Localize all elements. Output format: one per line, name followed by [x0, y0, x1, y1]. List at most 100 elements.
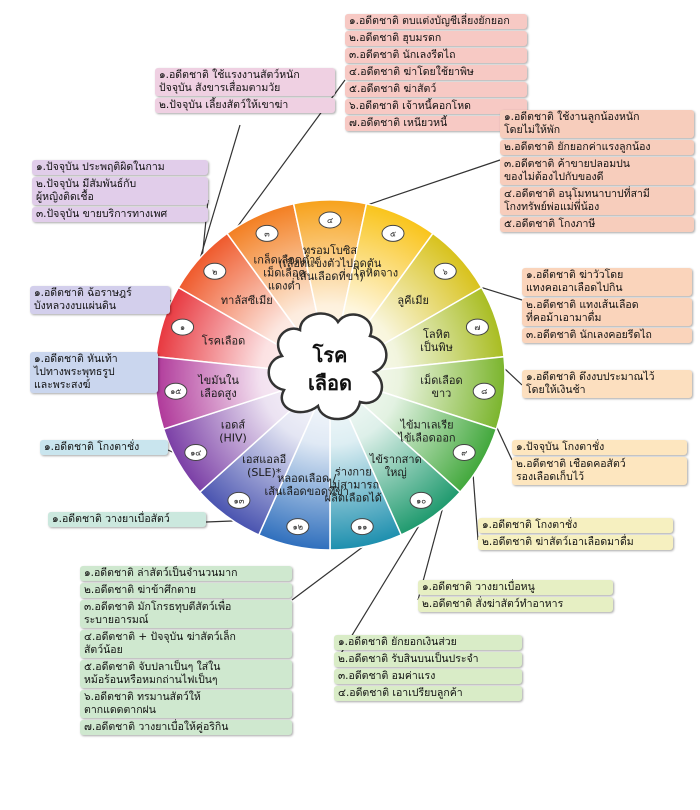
- segment-number-9: ๙: [461, 449, 467, 458]
- segment-number-10: ๑๐: [416, 496, 426, 505]
- cause-box-8: ๑.อดีตชาติ ยักยอกเงินส่วย๒.อดีตชาติ รับส…: [334, 635, 522, 703]
- cause-item: ๒.อดีตชาติ แทงเส้นเลือด ที่คอม้าเอามาดื่…: [522, 298, 692, 326]
- cause-box-15: ๑.อดีตชาติ ใช้แรงงานสัตว์หนัก ปัจจุบัน ส…: [155, 68, 335, 115]
- cause-item: ๑.อดีตชาติ วางยาเบื่อสัตว์: [48, 512, 206, 527]
- cause-box-14: ๑.ปัจจุบัน ประพฤติผิดในกาม๒.ปัจจุบัน มีส…: [32, 160, 208, 224]
- cause-item: ๑.อดีตชาติ ใช้แรงงานสัตว์หนัก ปัจจุบัน ส…: [155, 68, 335, 96]
- cause-item: ๑.อดีตชาติ ยักยอกเงินส่วย: [334, 635, 522, 650]
- segment-number-1: ๑: [180, 323, 185, 332]
- segment-label-2: ทาลัสซีเมีย: [221, 294, 273, 307]
- cause-item: ๒.ปัจจุบัน เลี้ยงสัตว์ให้เขาฆ่า: [155, 98, 335, 113]
- segment-badge-3: [255, 224, 279, 242]
- segment-label-9: ไข้มาเลเรียไข้เลือดออก: [397, 419, 455, 445]
- cause-item: ๑.อดีตชาติ โกงตาชั่ง: [478, 518, 673, 533]
- cause-item: ๒.อดีตชาติ ฆ่าสัตว์เอาเลือดมาดื่ม: [478, 535, 673, 550]
- cause-item: ๓.อดีตชาติ มักโกรธทุบตีสัตว์เพื่อ ระบายอ…: [80, 600, 292, 628]
- segment-number-3: ๓: [264, 229, 270, 238]
- cause-item: ๔.อดีตชาติ เอาเปรียบลูกค้า: [334, 686, 522, 701]
- cause-box-13: ๑.อดีตชาติ ฉ้อราษฎร์ บังหลวงงบแผ่นดิน: [30, 286, 170, 316]
- segment-label-line: เส้นเลือดขอดที่ขา: [264, 483, 348, 498]
- cause-box-2: ๑.อดีตชาติ ใช้งานลูกน้องหนัก โดยไม่ให้พั…: [500, 110, 694, 234]
- segment-label-12: หลอดเลือด /เส้นเลือดขอดที่ขา: [264, 472, 348, 498]
- cause-item: ๖.อดีตชาติ ทรมานสัตว์ให้ ตากแดดตากฝน: [80, 690, 292, 718]
- cause-box-4: ๑.อดีตชาติ ดึงงบประมาณไว้ โดยให้เงินช้า: [522, 370, 692, 400]
- segment-label-line: ทาลัสซีเมีย: [221, 294, 273, 307]
- segment-label-1: โรคเลือด: [202, 333, 245, 347]
- segment-label-line: แดงต่ำ: [268, 278, 301, 293]
- cause-box-6: ๑.อดีตชาติ โกงตาชั่ง๒.อดีตชาติ ฆ่าสัตว์เ…: [478, 518, 673, 552]
- segment-number-13: ๑๓: [234, 496, 245, 505]
- segment-label-line: เอสแอลอี: [242, 453, 286, 466]
- segment-label-line: หลอดเลือด /: [277, 472, 336, 485]
- segment-label-line: (SLE)*: [247, 466, 282, 479]
- segment-number-12: ๑๒: [293, 523, 303, 532]
- segment-label-line: เป็นพิษ: [420, 340, 453, 354]
- segment-badge-2: [203, 262, 227, 280]
- cause-box-7: ๑.อดีตชาติ วางยาเบื่อหนู๒.อดีตชาติ สั่งฆ…: [418, 580, 613, 614]
- segment-label-3: เกล็ดเลือดต่ำเม็ดเลือดแดงต่ำ: [253, 252, 315, 293]
- cause-item: ๒.อดีตชาติ ฮุบมรดก: [345, 31, 527, 46]
- segment-badge-11: [350, 518, 374, 536]
- segment-label-line: เม็ดเลือด: [420, 373, 462, 387]
- cause-item: ๕.อดีตชาติ โกงภาษี: [500, 217, 694, 232]
- cause-box-5: ๑.ปัจจุบัน โกงตาชั่ง๒.อดีตชาติ เชือดคอสั…: [512, 440, 687, 487]
- segment-number-2: ๒: [212, 267, 217, 276]
- segment-label-line: ร่างกาย: [335, 466, 372, 479]
- cause-item: ๑.อดีตชาติ ตบแต่งบัญชีเลี่ยงยักยอก: [345, 14, 527, 29]
- segment-label-line: ไข้รากสาด: [369, 453, 422, 466]
- center-title-line1: โรค: [312, 343, 348, 367]
- segment-label-line: เกล็ดเลือดต่ำ: [253, 252, 315, 267]
- segment-badge-10: [409, 491, 433, 509]
- cause-item: ๒.ปัจจุบัน มีสัมพันธ์กับ ผู้หญิงติดเชื้อ: [32, 177, 208, 205]
- segment-label-line: ลูคีเมีย: [397, 294, 429, 307]
- segment-label-line: ทรอมโบซิส: [303, 243, 357, 257]
- segment-label-10: ไข้รากสาดใหญ่: [369, 453, 422, 479]
- segment-label-line: ไขมันใน: [197, 374, 239, 387]
- segment-badge-12: [286, 518, 310, 536]
- cause-item: ๓.ปัจจุบัน ขายบริการทางเพศ: [32, 207, 208, 222]
- cause-item: ๓.อดีตชาติ นักเลงรีดไถ: [345, 48, 527, 63]
- cause-box-3: ๑.อดีตชาติ ฆ่าวัวโดย แทงคอเอาเลือดไปกิน๒…: [522, 268, 692, 345]
- center-title-line2: เลือด: [308, 371, 352, 395]
- segment-badge-1: [171, 318, 195, 336]
- cause-item: ๑.อดีตชาติ ฆ่าวัวโดย แทงคอเอาเลือดไปกิน: [522, 268, 692, 296]
- segment-label-line: ผลิตเลือดได้: [325, 492, 382, 505]
- segment-label-line: ไข้เลือดออก: [397, 432, 455, 445]
- cause-item: ๑.ปัจจุบัน โกงตาชั่ง: [512, 440, 687, 455]
- cause-item: ๑.อดีตชาติ ฉ้อราษฎร์ บังหลวงงบแผ่นดิน: [30, 286, 170, 314]
- cause-box-1: ๑.อดีตชาติ ตบแต่งบัญชีเลี่ยงยักยอก๒.อดีต…: [345, 14, 527, 133]
- cause-item: ๕.อดีตชาติ ฆ่าสัตว์: [345, 82, 527, 97]
- segment-badge-15: [164, 382, 188, 400]
- segment-badge-4: [318, 211, 342, 229]
- segment-label-line: เม็ดเลือด: [263, 266, 305, 280]
- segment-label-line: ขาว: [431, 387, 451, 400]
- segment-label-line: ใหญ่: [385, 466, 407, 479]
- segment-label-line: ไม่สามารถ: [326, 479, 379, 492]
- cause-item: ๔.อดีตชาติ + ปัจจุบัน ฆ่าสัตว์เล็ก สัตว์…: [80, 630, 292, 658]
- segment-label-7: โลหิตเป็นพิษ: [420, 327, 453, 354]
- cause-item: ๓.อดีตชาติ ค้าขายปลอมปน ของไม่ต้องไปกับข…: [500, 157, 694, 185]
- segment-number-8: ๘: [481, 387, 487, 396]
- cause-item: ๑.อดีตชาติ หันเท้า ไปทางพระพุทธรูป และพร…: [30, 352, 158, 393]
- segment-number-7: ๗: [474, 323, 480, 332]
- segment-badge-6: [433, 262, 457, 280]
- cause-item: ๕.อดีตชาติ จับปลาเป็นๆ ใส่ใน หม้อร้อนหรื…: [80, 660, 292, 688]
- segment-labels: โรคเลือดทาลัสซีเมียเกล็ดเลือดต่ำเม็ดเลือ…: [197, 243, 462, 505]
- segment-label-line: เลือดสูง: [200, 387, 236, 400]
- segment-label-5: โลหิตจาง: [353, 266, 398, 280]
- segment-badge-14: [184, 444, 208, 461]
- cause-item: ๒.อดีตชาติ เชือดคอสัตว์ รองเลือดเก็บไว้: [512, 457, 687, 485]
- segment-label-15: ไขมันในเลือดสูง: [197, 374, 239, 400]
- segment-badge-5: [381, 224, 405, 242]
- cause-item: ๑.อดีตชาติ โกงตาชั่ง: [40, 440, 168, 455]
- cause-item: ๒.อดีตชาติ ฆ่าข้าศึกตาย: [80, 583, 292, 598]
- cause-item: ๒.อดีตชาติ สั่งฆ่าสัตว์ทำอาหาร: [418, 597, 613, 612]
- segment-number-6: ๖: [443, 267, 448, 276]
- cause-item: ๑.อดีตชาติ ใช้งานลูกน้องหนัก โดยไม่ให้พั…: [500, 110, 694, 138]
- segment-badge-8: [472, 382, 496, 400]
- segment-label-line: โรคเลือด: [202, 333, 245, 347]
- segment-number-5: ๕: [390, 229, 396, 238]
- cause-item: ๓.อดีตชาติ นักเลงคอยรีดไถ: [522, 328, 692, 343]
- cause-item: ๔.อดีตชาติ อนุโมทนาบาปที่สามี โกงทรัพย์พ…: [500, 187, 694, 215]
